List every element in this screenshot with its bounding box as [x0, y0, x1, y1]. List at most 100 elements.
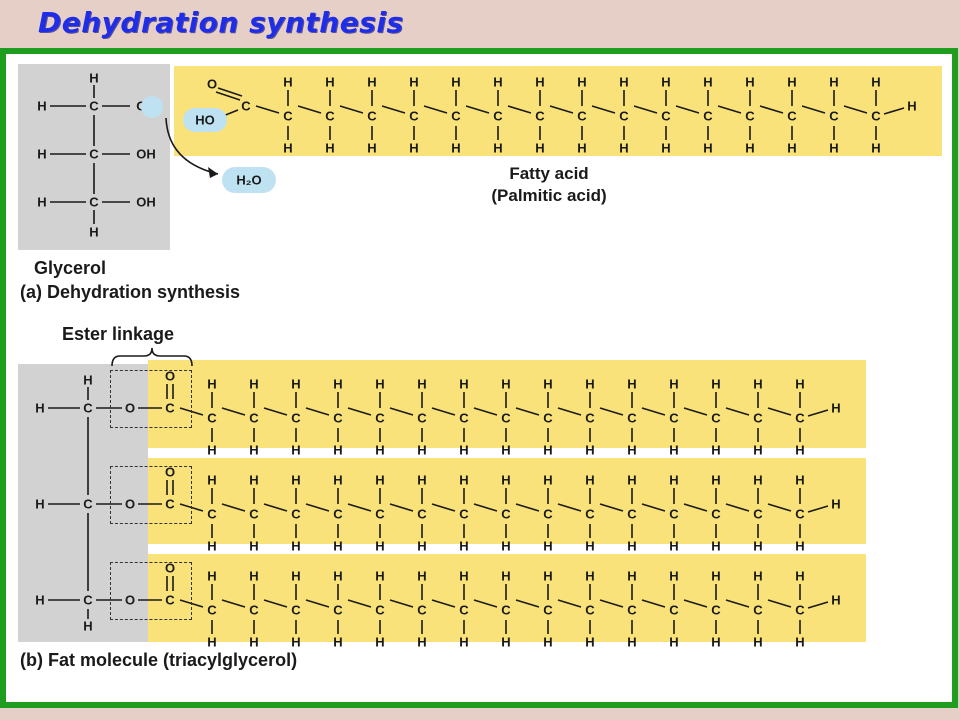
backbone-carbon: C	[83, 496, 93, 512]
glycerol-hydrogen: H	[37, 98, 47, 114]
chain-1-hydrogen: H	[291, 442, 301, 458]
chain-2-hydrogen: H	[627, 538, 637, 554]
chain-1-carbon: C	[585, 410, 595, 426]
glycerol-backbone-panel	[18, 364, 148, 642]
fatty-acid-carbon: C	[493, 108, 503, 124]
backbone-hydrogen: H	[35, 496, 45, 512]
chain-3-carbon: C	[459, 602, 469, 618]
glycerol-hydrogen: H	[37, 146, 47, 162]
fatty-acid-hydrogen: H	[619, 74, 629, 90]
ester-carbon: C	[165, 592, 175, 608]
panel-b-caption: (b) Fat molecule (triacylglycerol)	[20, 650, 298, 670]
chain-2-hydrogen: H	[291, 472, 301, 488]
ester-linkage-box-1	[110, 370, 192, 428]
chain-1-carbon: C	[375, 410, 385, 426]
chain-1-carbon: C	[543, 410, 553, 426]
chain-2-carbon: C	[585, 506, 595, 522]
chain-3-carbon: C	[669, 602, 679, 618]
chain-2-carbon: C	[669, 506, 679, 522]
chain-3-hydrogen: H	[375, 634, 385, 650]
chain-1-carbon: C	[417, 410, 427, 426]
chain-3-hydrogen: H	[627, 568, 637, 584]
fatty-acid-hydrogen: H	[787, 74, 797, 90]
chain-2-carbon: C	[249, 506, 259, 522]
fatty-acid-label: Fatty acid	[509, 164, 589, 183]
chain-3-carbon: C	[585, 602, 595, 618]
chain-3-hydrogen: H	[249, 634, 259, 650]
glycerol-label: Glycerol	[34, 258, 107, 278]
water-bubble	[222, 167, 276, 193]
chain-2-hydrogen: H	[459, 472, 469, 488]
chain-2-carbon: C	[291, 506, 301, 522]
diagram-frame: CHOHCHOHCHOHHHCCHHCHHCHHCHHCHHCHHCHHCHHC…	[0, 48, 958, 708]
chain-3-hydrogen: H	[501, 568, 511, 584]
chain-2-hydrogen: H	[291, 538, 301, 554]
chain-1-hydrogen: H	[669, 442, 679, 458]
fatty-acid-chain-1-panel	[148, 360, 866, 448]
chain-2-carbon: C	[543, 506, 553, 522]
fatty-acid-hydrogen: H	[619, 140, 629, 156]
chain-1-carbon: C	[753, 410, 763, 426]
backbone-carbon: C	[83, 400, 93, 416]
fatty-acid-hydrogen: H	[283, 74, 293, 90]
fatty-acid-carbon: C	[451, 108, 461, 124]
chain-3-carbon: C	[627, 602, 637, 618]
chain-1-hydrogen: H	[459, 376, 469, 392]
chain-2-hydrogen: H	[501, 472, 511, 488]
backbone-carbon: C	[83, 592, 93, 608]
fatty-acid-hydrogen: H	[325, 140, 335, 156]
chain-3-carbon: C	[249, 602, 259, 618]
chain-1-carbon: C	[711, 410, 721, 426]
chain-2-hydrogen: H	[753, 472, 763, 488]
chain-3-hydrogen: H	[291, 568, 301, 584]
chain-3-hydrogen: H	[207, 634, 217, 650]
ester-carbonyl-oxygen: O	[164, 464, 176, 480]
fatty-acid-chain-3-panel	[148, 554, 866, 642]
chain-3-hydrogen: H	[543, 634, 553, 650]
chain-3-carbon: C	[333, 602, 343, 618]
fatty-acid-hydrogen: H	[871, 74, 881, 90]
chain-3-hydrogen: H	[459, 568, 469, 584]
chain-3-terminal-hydrogen: H	[831, 592, 841, 608]
fatty-acid-hydrogen: H	[661, 140, 671, 156]
chain-1-hydrogen: H	[669, 376, 679, 392]
chain-3-hydrogen: H	[459, 634, 469, 650]
chain-2-hydrogen: H	[669, 472, 679, 488]
backbone-hydrogen: H	[35, 400, 45, 416]
chain-2-carbon: C	[753, 506, 763, 522]
chain-3-hydrogen: H	[291, 634, 301, 650]
fatty-acid-hydrogen: H	[535, 140, 545, 156]
fatty-acid-carbon: C	[871, 108, 881, 124]
chain-1-hydrogen: H	[501, 376, 511, 392]
chain-2-hydrogen: H	[249, 472, 259, 488]
fatty-acid-hydrogen: H	[703, 74, 713, 90]
glycerol-hydrogen: H	[89, 224, 99, 240]
chain-1-hydrogen: H	[375, 442, 385, 458]
chain-2-hydrogen: H	[753, 538, 763, 554]
glycerol-carbon: C	[89, 98, 99, 114]
backbone-hydrogen: H	[83, 372, 93, 388]
ester-linkage-label: Ester linkage	[62, 324, 175, 344]
water-molecule: H₂O	[236, 172, 262, 188]
fatty-acid-hydrogen: H	[451, 74, 461, 90]
fatty-acid-hydrogen: H	[829, 74, 839, 90]
chain-3-hydrogen: H	[585, 568, 595, 584]
ester-oxygen: O	[124, 496, 136, 512]
chain-1-hydrogen: H	[333, 442, 343, 458]
chain-1-hydrogen: H	[207, 442, 217, 458]
chain-1-hydrogen: H	[375, 376, 385, 392]
ester-carbon: C	[165, 496, 175, 512]
chain-2-hydrogen: H	[333, 472, 343, 488]
hydrogen-bubble	[141, 96, 163, 118]
palmitic-acid-label: (Palmitic acid)	[491, 186, 607, 205]
chain-2-hydrogen: H	[459, 538, 469, 554]
carbonyl-oxygen: O	[206, 76, 218, 92]
chain-3-hydrogen: H	[585, 634, 595, 650]
chain-2-hydrogen: H	[375, 538, 385, 554]
chain-3-hydrogen: H	[753, 568, 763, 584]
fatty-acid-hydrogen: H	[745, 140, 755, 156]
chain-3-carbon: C	[207, 602, 217, 618]
chain-2-carbon: C	[795, 506, 805, 522]
fatty-acid-hydrogen: H	[745, 74, 755, 90]
chain-2-hydrogen: H	[627, 472, 637, 488]
